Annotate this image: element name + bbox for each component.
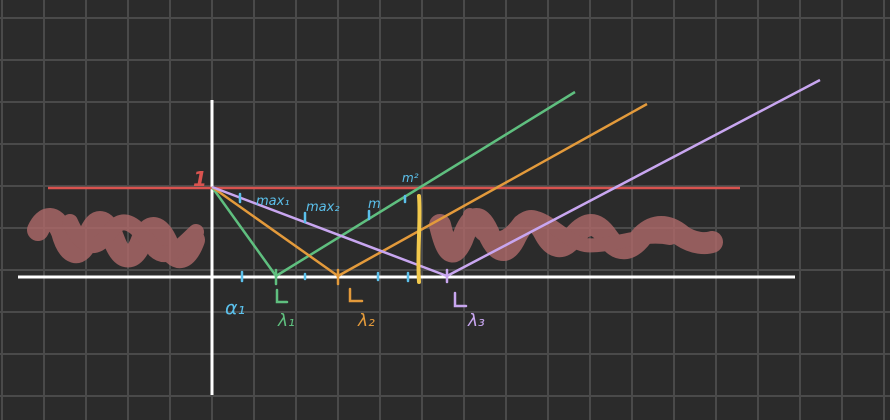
note-m: m	[368, 197, 381, 212]
yellow-mark	[416, 194, 422, 284]
scribble-left	[27, 208, 205, 269]
red-line-ticks	[238, 192, 407, 224]
label-lambda1: λ₁	[277, 311, 295, 331]
x-axis-ticks	[240, 268, 449, 286]
violet-bracket-mark	[453, 291, 468, 308]
orange-bracket-mark	[348, 287, 364, 303]
note-max1: max₁	[256, 194, 290, 209]
green-bracket-mark	[275, 288, 289, 304]
label-one: 1	[193, 167, 207, 191]
label-lambda2: λ₂	[357, 311, 375, 331]
note-max2: max₂	[306, 200, 340, 215]
label-lambda3: λ₃	[467, 311, 485, 331]
label-alpha1: α₁	[225, 297, 245, 319]
note-m2: m²	[402, 171, 419, 185]
scribble-right	[429, 208, 723, 263]
